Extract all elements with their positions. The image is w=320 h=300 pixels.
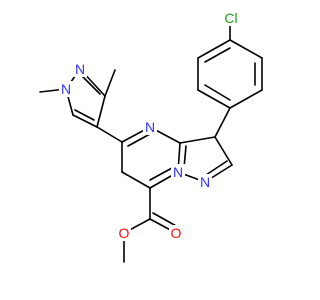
bond <box>74 109 95 121</box>
bond <box>205 160 228 176</box>
atom-label-o-ester: O <box>119 225 130 241</box>
label-mask <box>73 61 87 77</box>
bond <box>197 39 231 59</box>
label-mask <box>143 119 157 135</box>
label-mask <box>171 164 185 180</box>
bond <box>229 39 263 59</box>
atom-label-n1: N <box>200 174 210 190</box>
bond <box>214 136 233 166</box>
atom-label-pyrazole-n1: N <box>61 81 71 97</box>
structure-diagram: Cl N N N N N O O <box>39 10 263 263</box>
bond <box>152 212 179 228</box>
atom-cl: Cl <box>220 10 242 26</box>
atom-o-carbonyl: O <box>169 225 183 241</box>
label-mask <box>198 174 212 190</box>
bond <box>197 89 231 109</box>
molecule-canvas: Cl N N N N N O O <box>39 10 263 263</box>
label-mask <box>59 81 73 97</box>
label-mask <box>169 225 183 241</box>
atom-label-pyrazole-n2: N <box>75 61 85 77</box>
bond <box>214 107 231 138</box>
atom-label-n4: N <box>145 119 155 135</box>
atom-pyrazole-n2: N <box>73 61 87 77</box>
bond <box>72 114 98 128</box>
bond <box>204 84 231 101</box>
bond <box>204 47 231 63</box>
atom-label-n7a: N <box>173 164 183 180</box>
bond <box>96 95 106 128</box>
atom-pyrazole-n1: N <box>59 81 73 97</box>
bond <box>149 167 173 181</box>
bond <box>104 69 116 97</box>
atom-n4: N <box>143 119 157 135</box>
atom-n1: N <box>198 174 212 190</box>
atom-label-cl: Cl <box>224 10 237 26</box>
bond <box>229 89 263 109</box>
bond <box>179 136 216 144</box>
label-mask <box>117 225 131 241</box>
bond <box>82 76 101 95</box>
atom-n7a: N <box>171 164 185 180</box>
bond <box>96 126 123 143</box>
bonds <box>39 22 263 263</box>
atom-label-o-carbonyl: O <box>171 225 182 241</box>
atom-labels: Cl N N N N N O O <box>59 10 242 241</box>
bond <box>127 133 151 147</box>
bond <box>121 171 151 189</box>
label-mask <box>220 10 242 26</box>
atom-o-ester: O <box>117 225 131 241</box>
